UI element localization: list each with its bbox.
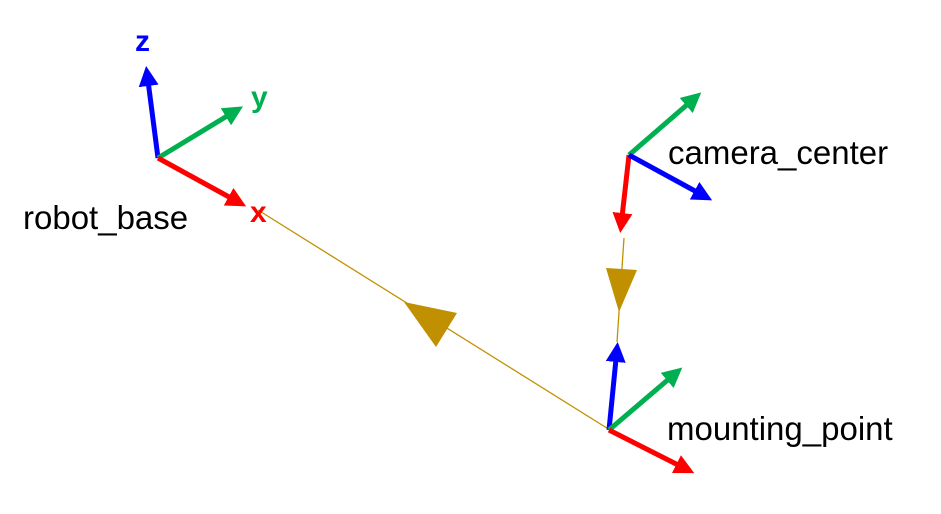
frame-camera-center: camera_center [612,92,888,233]
frame-label-robot-base: robot_base [23,199,188,236]
y-axis-label: y [251,81,268,114]
y-axis-arrow-icon [156,106,243,161]
frame-label-mounting-point: mounting_point [667,410,893,447]
link-camera-center-mounting-point [606,237,637,343]
z-axis-arrow-icon [605,342,626,431]
frame-mounting-point: mounting_point [605,342,893,474]
y-axis-arrow-icon [627,92,702,157]
x-axis-label: x [250,196,267,229]
frame-robot-base: z y x robot_base [23,25,268,236]
link-robot-base-mounting-point [257,209,611,431]
link-direction-arrow-icon [404,302,457,347]
z-axis-label: z [135,25,150,58]
x-axis-arrow-icon [607,427,695,474]
frame-label-camera-center: camera_center [668,134,888,171]
x-axis-arrow-icon [156,155,247,207]
link-direction-arrow-icon [606,268,637,312]
x-axis-arrow-icon [612,154,633,233]
z-axis-arrow-icon [627,152,713,201]
y-axis-arrow-icon [607,367,683,432]
z-axis-arrow-icon [138,66,161,159]
